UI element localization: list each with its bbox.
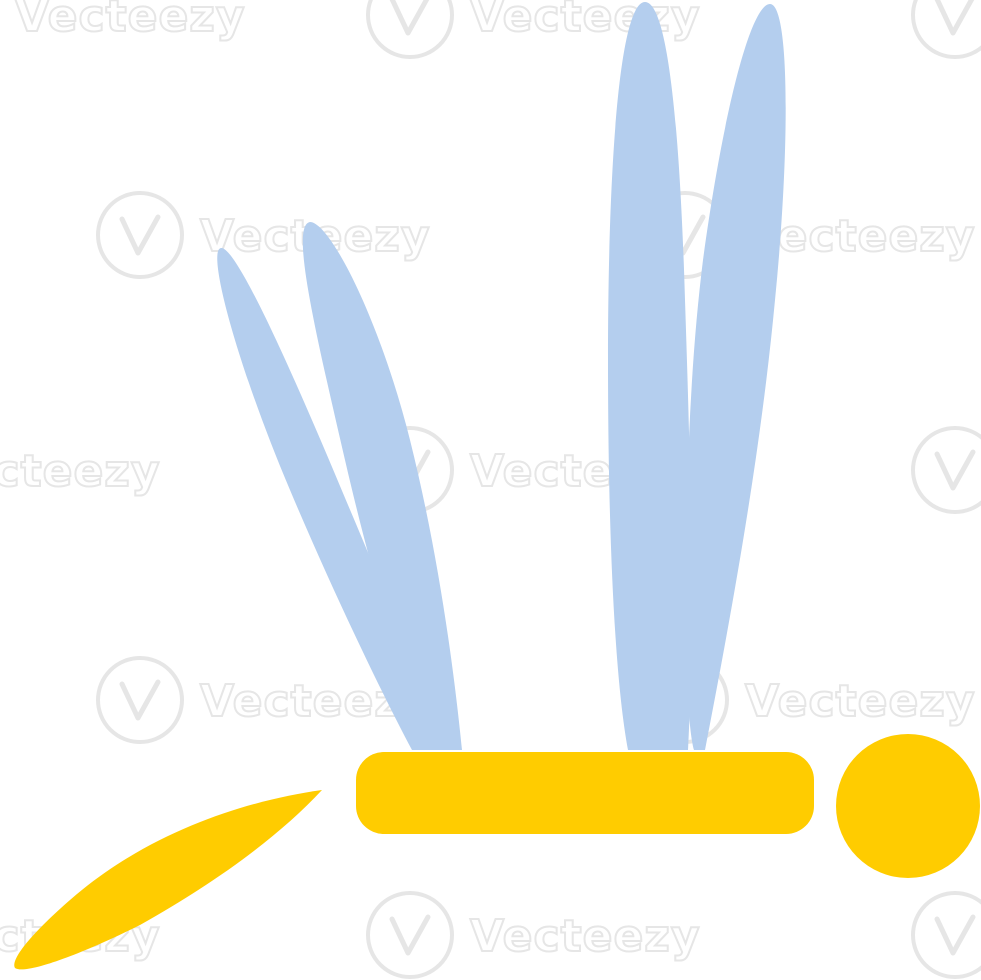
vecteezy-logo-icon: [96, 191, 184, 279]
watermark-brand-text: Vecteezy: [15, 0, 246, 42]
dragonfly-tail: [14, 790, 322, 970]
watermark-brand-text: Vecteezy: [745, 676, 976, 727]
watermark-brand-text: Vecteezy: [745, 211, 976, 262]
dragonfly-body: [356, 752, 814, 834]
vecteezy-logo-icon: [366, 891, 454, 979]
dragonfly-head: [836, 734, 980, 878]
watermark-mark: Vecteezy: [0, 445, 161, 498]
vecteezy-logo-icon: [911, 891, 981, 979]
watermark-mark: Vecteezy: [911, 0, 981, 59]
watermark-mark: Vecteezy: [14, 0, 246, 43]
dragonfly: [14, 2, 980, 970]
vecteezy-logo-icon: [366, 0, 454, 59]
left-wing-inner: [302, 222, 462, 750]
vecteezy-logo-icon: [911, 426, 981, 514]
watermark-mark: Vecteezy: [366, 891, 701, 979]
vecteezy-logo-icon: [911, 0, 981, 59]
right-wing-right: [685, 4, 786, 750]
vecteezy-logo-icon: [96, 656, 184, 744]
watermark-mark: Vecteezy: [911, 426, 981, 514]
watermark-brand-text: Vecteezy: [470, 911, 701, 962]
watermark-mark: Vecteezy: [911, 891, 981, 979]
watermark-mark: Vecteezy: [641, 191, 976, 279]
watermark-mark: Vecteezy: [96, 191, 431, 279]
watermark-brand-text: Vecteezy: [0, 446, 161, 497]
right-wing-left: [608, 2, 692, 750]
watermark-brand-text: Vecteezy: [470, 0, 701, 42]
